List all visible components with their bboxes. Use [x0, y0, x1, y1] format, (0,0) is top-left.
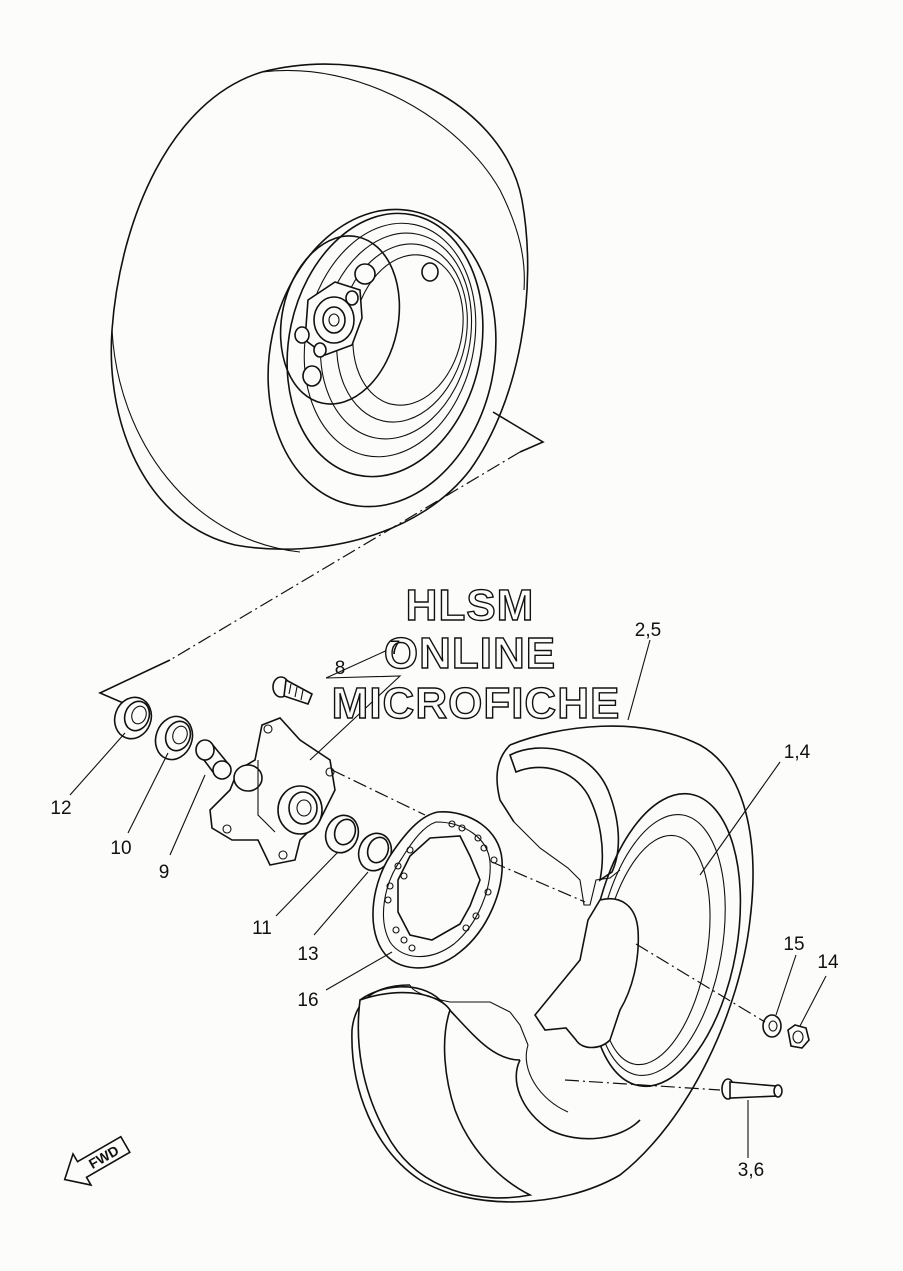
bearing-10	[154, 715, 194, 761]
brake-disc-16	[372, 811, 503, 969]
nut-14	[787, 1024, 810, 1049]
callout-10: 10	[110, 838, 131, 859]
callout-labels: 2,5 1,4 8 7 12 10 9 11 13 16 15 14 3,6	[50, 620, 839, 1181]
spacer-9	[195, 739, 232, 780]
center-lines	[331, 769, 766, 1091]
valve-stem	[721, 1078, 783, 1100]
callout-1-4: 1,4	[784, 742, 811, 763]
tire-outer-half	[351, 725, 754, 1203]
bearing-12	[113, 696, 153, 740]
callout-2-5: 2,5	[635, 620, 661, 641]
leader-lines	[69, 639, 827, 1158]
callout-11: 11	[252, 918, 272, 939]
rim-outer-half	[534, 792, 742, 1088]
callout-14: 14	[817, 952, 839, 973]
bolt-8	[272, 676, 314, 705]
bearing-11	[324, 814, 360, 854]
callout-3-6: 3,6	[738, 1160, 764, 1181]
callout-7: 7	[390, 638, 401, 659]
watermark-line-3: MICROFICHE	[332, 679, 621, 728]
watermark-line-1: HLSM	[406, 581, 535, 630]
watermark: HLSM ONLINE MICROFICHE	[331, 580, 621, 728]
callout-12: 12	[50, 798, 71, 819]
forward-direction-arrow: FWD	[63, 1135, 131, 1187]
callout-15: 15	[783, 934, 804, 955]
callout-9: 9	[159, 862, 170, 883]
callout-13: 13	[297, 944, 318, 965]
callout-16: 16	[297, 990, 318, 1011]
watermark-line-2: ONLINE	[384, 629, 556, 678]
callout-8: 8	[335, 658, 346, 679]
assembled-wheel-illustration	[110, 63, 529, 553]
rim-inner-half	[357, 984, 641, 1199]
hub-casting	[209, 717, 336, 866]
washer-15	[762, 1014, 782, 1038]
view-bracket-lines	[98, 411, 545, 706]
